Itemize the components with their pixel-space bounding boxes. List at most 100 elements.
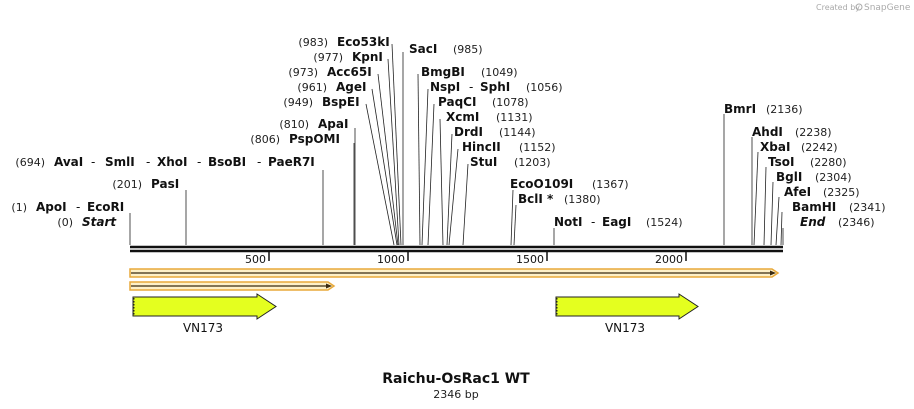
svg-text:(1144): (1144) (499, 126, 536, 139)
scale-ticks: 500 1000 1500 2000 (245, 251, 687, 266)
svg-text:ApoI: ApoI (36, 200, 67, 214)
site-label-acc65i: (973) Acc65I (288, 65, 371, 79)
svg-text:(2304): (2304) (815, 171, 852, 184)
svg-text:Acc65I: Acc65I (327, 65, 372, 79)
site-label-pspomi: (806) PspOMI (250, 132, 340, 146)
site-label-tsoi: TsoI (2280) (768, 155, 847, 169)
credit-prefix: Created by (816, 3, 860, 12)
svg-text:BspEI: BspEI (322, 95, 360, 109)
svg-text:Start: Start (82, 215, 117, 229)
site-label-drdi: DrdI (1144) (454, 125, 536, 139)
svg-text:-: - (146, 155, 150, 169)
svg-text:PspOMI: PspOMI (289, 132, 340, 146)
svg-text:(806): (806) (250, 133, 280, 146)
svg-text:BmgBI: BmgBI (421, 65, 465, 79)
svg-text:SmlI: SmlI (105, 155, 135, 169)
svg-text:SphI: SphI (480, 80, 510, 94)
site-label-xcmi: XcmI (1131) (446, 110, 533, 124)
svg-text:(2325): (2325) (823, 186, 860, 199)
sequence-length: 2346 bp (433, 388, 478, 401)
svg-text:(0): (0) (57, 216, 73, 229)
svg-text:AvaI: AvaI (54, 155, 83, 169)
svg-text:(694): (694) (15, 156, 45, 169)
credit-brand: SnapGene (864, 3, 911, 13)
feature-arrow-vn173-1[interactable] (132, 293, 277, 320)
svg-text:PasI: PasI (151, 177, 179, 191)
site-label-end: End (2346) (800, 215, 875, 229)
site-label-start: (0) Start (57, 215, 117, 229)
svg-text:(1131): (1131) (496, 111, 533, 124)
feature-arrow-vn173-2[interactable] (555, 293, 699, 320)
svg-text:(2280): (2280) (810, 156, 847, 169)
svg-text:(973): (973) (288, 66, 318, 79)
svg-text:(1152): (1152) (519, 141, 556, 154)
sequence-backbone (130, 245, 783, 253)
site-label-bamhi: BamHI (2341) (792, 200, 886, 214)
svg-text:(2346): (2346) (838, 216, 875, 229)
tick-label-1500: 1500 (516, 253, 544, 266)
site-label-nspi-sphi: NspI - SphI (1056) (430, 80, 563, 94)
svg-text:(977): (977) (313, 51, 343, 64)
site-label-saci: SacI (985) (409, 42, 483, 56)
site-label-hincii: HincII (1152) (462, 140, 556, 154)
svg-text:EagI: EagI (602, 215, 631, 229)
svg-text:(2341): (2341) (849, 201, 886, 214)
site-label-paqci: PaqCI (1078) (438, 95, 529, 109)
svg-text:-: - (469, 80, 473, 94)
site-label-ecoo109i: EcoO109I (1367) (510, 177, 629, 191)
svg-text:AhdI: AhdI (752, 125, 783, 139)
svg-text:EcoO109I: EcoO109I (510, 177, 573, 191)
svg-text:BclI *: BclI * (518, 192, 554, 206)
site-lines (129, 43, 784, 246)
svg-text:PaeR7I: PaeR7I (268, 155, 315, 169)
snapgene-logo-icon (855, 3, 863, 11)
site-label-pasi: (201) PasI (112, 177, 179, 191)
svg-text:(1203): (1203) (514, 156, 551, 169)
svg-text:XbaI: XbaI (760, 140, 790, 154)
site-label-apai: (810) ApaI (279, 117, 348, 131)
orf-arrow-long[interactable] (129, 268, 780, 278)
site-label-afei: AfeI (2325) (784, 185, 860, 199)
svg-text:(985): (985) (453, 43, 483, 56)
svg-text:-: - (591, 215, 595, 229)
svg-text:BamHI: BamHI (792, 200, 836, 214)
svg-text:BmrI: BmrI (724, 102, 756, 116)
site-label-bmri: BmrI (2136) (724, 102, 803, 116)
svg-text:-: - (197, 155, 201, 169)
site-label-xbai: XbaI (2242) (760, 140, 838, 154)
svg-text:NspI: NspI (430, 80, 460, 94)
svg-text:PaqCI: PaqCI (438, 95, 476, 109)
tick-label-2000: 2000 (655, 253, 683, 266)
svg-text:(1056): (1056) (526, 81, 563, 94)
svg-text:ApaI: ApaI (318, 117, 348, 131)
svg-text:BsoBI: BsoBI (208, 155, 246, 169)
feature-label-vn173-1: VN173 (183, 321, 223, 335)
site-label-eco53ki: (983) Eco53kI (298, 35, 389, 49)
svg-text:KpnI: KpnI (352, 50, 383, 64)
svg-text:-: - (76, 200, 80, 214)
svg-text:-: - (91, 155, 95, 169)
svg-text:(1): (1) (11, 201, 27, 214)
svg-text:(983): (983) (298, 36, 328, 49)
svg-text:(949): (949) (283, 96, 313, 109)
svg-text:BglI: BglI (776, 170, 802, 184)
orf-arrow-short[interactable] (129, 281, 336, 291)
svg-text:AgeI: AgeI (336, 80, 366, 94)
site-label-bmgbi: BmgBI (1049) (421, 65, 518, 79)
svg-text:Eco53kI: Eco53kI (337, 35, 390, 49)
svg-text:(2238): (2238) (795, 126, 832, 139)
map-title: Raichu-OsRac1 WT (382, 371, 530, 387)
svg-text:(1524): (1524) (646, 216, 683, 229)
feature-label-vn173-2: VN173 (605, 321, 645, 335)
site-label-stui: StuI (1203) (470, 155, 551, 169)
svg-text:TsoI: TsoI (768, 155, 794, 169)
svg-text:EcoRI: EcoRI (87, 200, 124, 214)
svg-text:StuI: StuI (470, 155, 497, 169)
svg-text:(1049): (1049) (481, 66, 518, 79)
svg-text:(2136): (2136) (766, 103, 803, 116)
site-label-ahdi: AhdI (2238) (752, 125, 832, 139)
svg-text:(810): (810) (279, 118, 309, 131)
svg-text:SacI: SacI (409, 42, 437, 56)
svg-text:XhoI: XhoI (157, 155, 188, 169)
